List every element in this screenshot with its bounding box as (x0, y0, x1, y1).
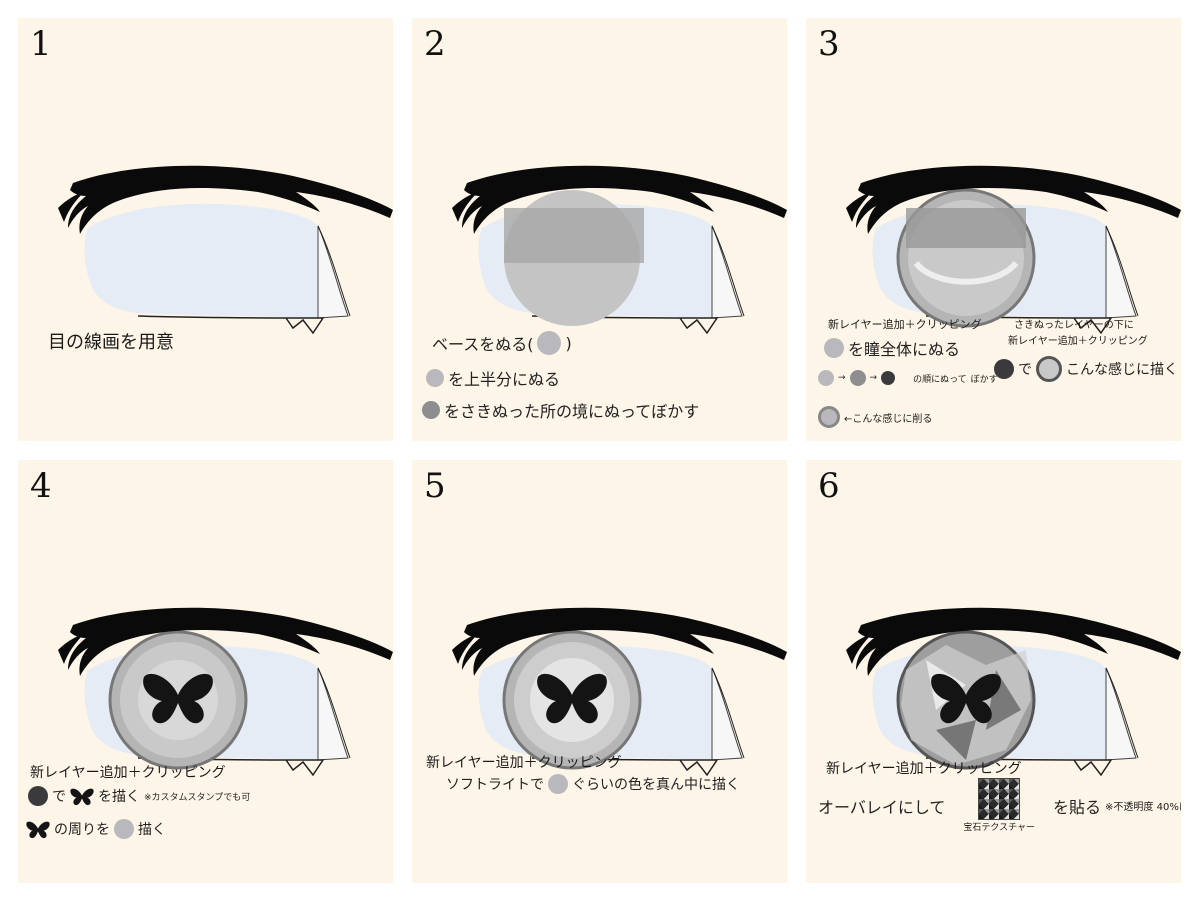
color-dot (114, 819, 134, 839)
instruction-row: オーバレイにして 宝石テクスチャー を貼る ※不透明度 40%にする (818, 778, 1181, 833)
color-dot (818, 406, 840, 428)
gem-texture-icon (978, 778, 1021, 820)
panel-number: 1 (30, 24, 52, 64)
instruction-text: さきぬったレイヤーの下に (1014, 320, 1134, 331)
instruction-text: 新レイヤー追加＋クリッピング (828, 318, 982, 331)
instruction-text: 新レイヤー追加＋クリッピング (426, 755, 622, 771)
panel-number: 5 (424, 466, 446, 506)
panel-number: 3 (818, 24, 840, 64)
instruction-row: ←こんな感じに削る (818, 406, 932, 428)
eye-illustration (58, 165, 393, 334)
color-dot (994, 359, 1014, 379)
instruction-text: 新レイヤー追加＋クリッピング (30, 765, 226, 781)
eye-illustration (58, 607, 393, 776)
panel-3: 3 新レイヤー追加＋クリッピング を瞳全体にぬる → → の順にぬって ぼかす … (806, 18, 1181, 441)
eye-illustration (846, 607, 1181, 776)
instruction-text: 目の線画を用意 (48, 332, 174, 353)
instruction-row: で こんな感じに描く (994, 356, 1178, 382)
color-dot (1036, 356, 1062, 382)
color-dot (849, 370, 866, 386)
eye-illustration (846, 165, 1181, 334)
gradient-steps: → → の順にぬって ぼかす (818, 370, 998, 386)
instruction-row: ソフトライトで ぐらいの色を真ん中に描く (446, 774, 740, 794)
instruction-row: ベースをぬる( ) (432, 331, 572, 355)
color-dot (548, 774, 568, 794)
panel-1: 1 目の線画を用意 (18, 18, 393, 441)
panel-number: 2 (424, 24, 446, 64)
butterfly-icon (26, 821, 50, 839)
instruction-row: の周りを 描く (26, 818, 166, 840)
eye-illustration (452, 165, 787, 334)
panel-5: 5 新レイヤー追加＋クリッピング ソフトライトで ぐらいの色を真ん中に描く (412, 460, 787, 883)
color-dot (824, 338, 844, 358)
instruction-row: を上半分にぬる (426, 366, 560, 390)
panel-2: 2 ベースをぬる( ) を上半分にぬる をさきぬった所の境にぬってぼかす (412, 18, 787, 441)
color-dot (28, 786, 48, 806)
panel-6: 6 新レイヤー追加＋クリッピング オーバレイにして 宝石テクスチャー を貼る ※… (806, 460, 1181, 883)
color-dot (881, 371, 896, 385)
color-dot (818, 370, 834, 386)
instruction-text: 新レイヤー追加＋クリッピング (826, 761, 1022, 777)
panel-4: 4 新レイヤー追加＋クリッピング で を描く ※カスタムスタンプでも可 の周りを… (18, 460, 393, 883)
eye-illustration (452, 607, 787, 776)
instruction-row: で を描く ※カスタムスタンプでも可 (28, 785, 250, 807)
color-dot (537, 331, 562, 355)
butterfly-icon (70, 788, 94, 806)
instruction-row: をさきぬった所の境にぬってぼかす (422, 398, 699, 422)
color-dot (422, 401, 440, 419)
color-dot (426, 369, 444, 387)
instruction-text: 新レイヤー追加＋クリッピング (1008, 336, 1148, 347)
panel-number: 4 (30, 466, 52, 506)
gem-texture: 宝石テクスチャー (963, 778, 1035, 833)
panel-number: 6 (818, 466, 840, 506)
instruction-row: を瞳全体にぬる (824, 336, 960, 360)
